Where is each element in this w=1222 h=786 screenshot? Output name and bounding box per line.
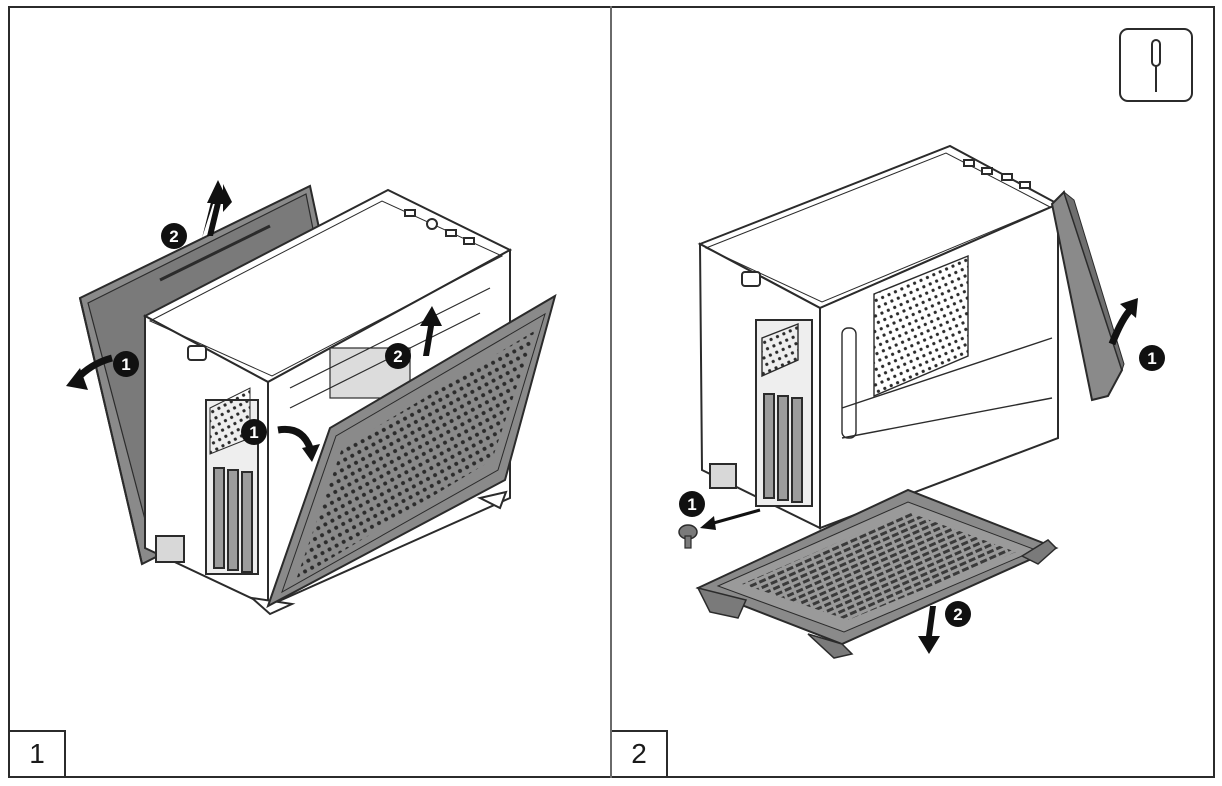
arrow-panel-down — [918, 606, 940, 654]
front-io-ports — [404, 209, 475, 245]
step-panel-1: 2 1 1 2 1 — [10, 8, 610, 776]
marker-2-right: 2 — [385, 343, 411, 369]
screwdriver-tool-badge — [1119, 28, 1193, 102]
marker-1-right: 1 — [241, 419, 267, 445]
step-number-2: 2 — [612, 730, 668, 776]
screwdriver-icon — [1151, 39, 1161, 92]
step-number-label: 1 — [29, 738, 45, 769]
interior-frame — [761, 254, 1053, 439]
svg-text:1: 1 — [249, 423, 258, 442]
svg-text:1: 1 — [1147, 349, 1156, 368]
svg-text:2: 2 — [169, 227, 178, 246]
arrow-lift-left — [202, 180, 232, 238]
marker-1-left: 1 — [113, 351, 139, 377]
step-1-illustration: 2 1 1 2 — [66, 180, 557, 616]
arrow-screw-out — [700, 508, 761, 530]
arrow-panel-swing — [1108, 298, 1138, 346]
right-mesh-panel — [209, 293, 557, 609]
arrow-swing-left — [66, 354, 113, 390]
marker-1-screw: 1 — [679, 491, 705, 517]
marker-2-bottom: 2 — [945, 601, 971, 627]
screw — [678, 524, 698, 549]
svg-text:2: 2 — [393, 347, 402, 366]
front-io-ports — [963, 159, 1031, 189]
step-2-illustration: 1 2 1 — [678, 144, 1165, 659]
arrow-swing-right — [277, 425, 320, 462]
case-body — [697, 144, 1061, 530]
svg-text:1: 1 — [121, 355, 130, 374]
step-number-1: 1 — [10, 730, 66, 776]
panel-divider — [610, 6, 612, 778]
marker-2-left: 2 — [161, 223, 187, 249]
svg-text:2: 2 — [953, 605, 962, 624]
arrow-lift-right — [420, 306, 442, 356]
right-side-panel — [1050, 190, 1125, 402]
marker-1-panel: 1 — [1139, 345, 1165, 371]
svg-text:1: 1 — [687, 495, 696, 514]
step-panel-2: 1 2 1 2 — [612, 8, 1213, 776]
bottom-panel — [695, 488, 1059, 659]
step-number-label: 2 — [631, 738, 647, 769]
